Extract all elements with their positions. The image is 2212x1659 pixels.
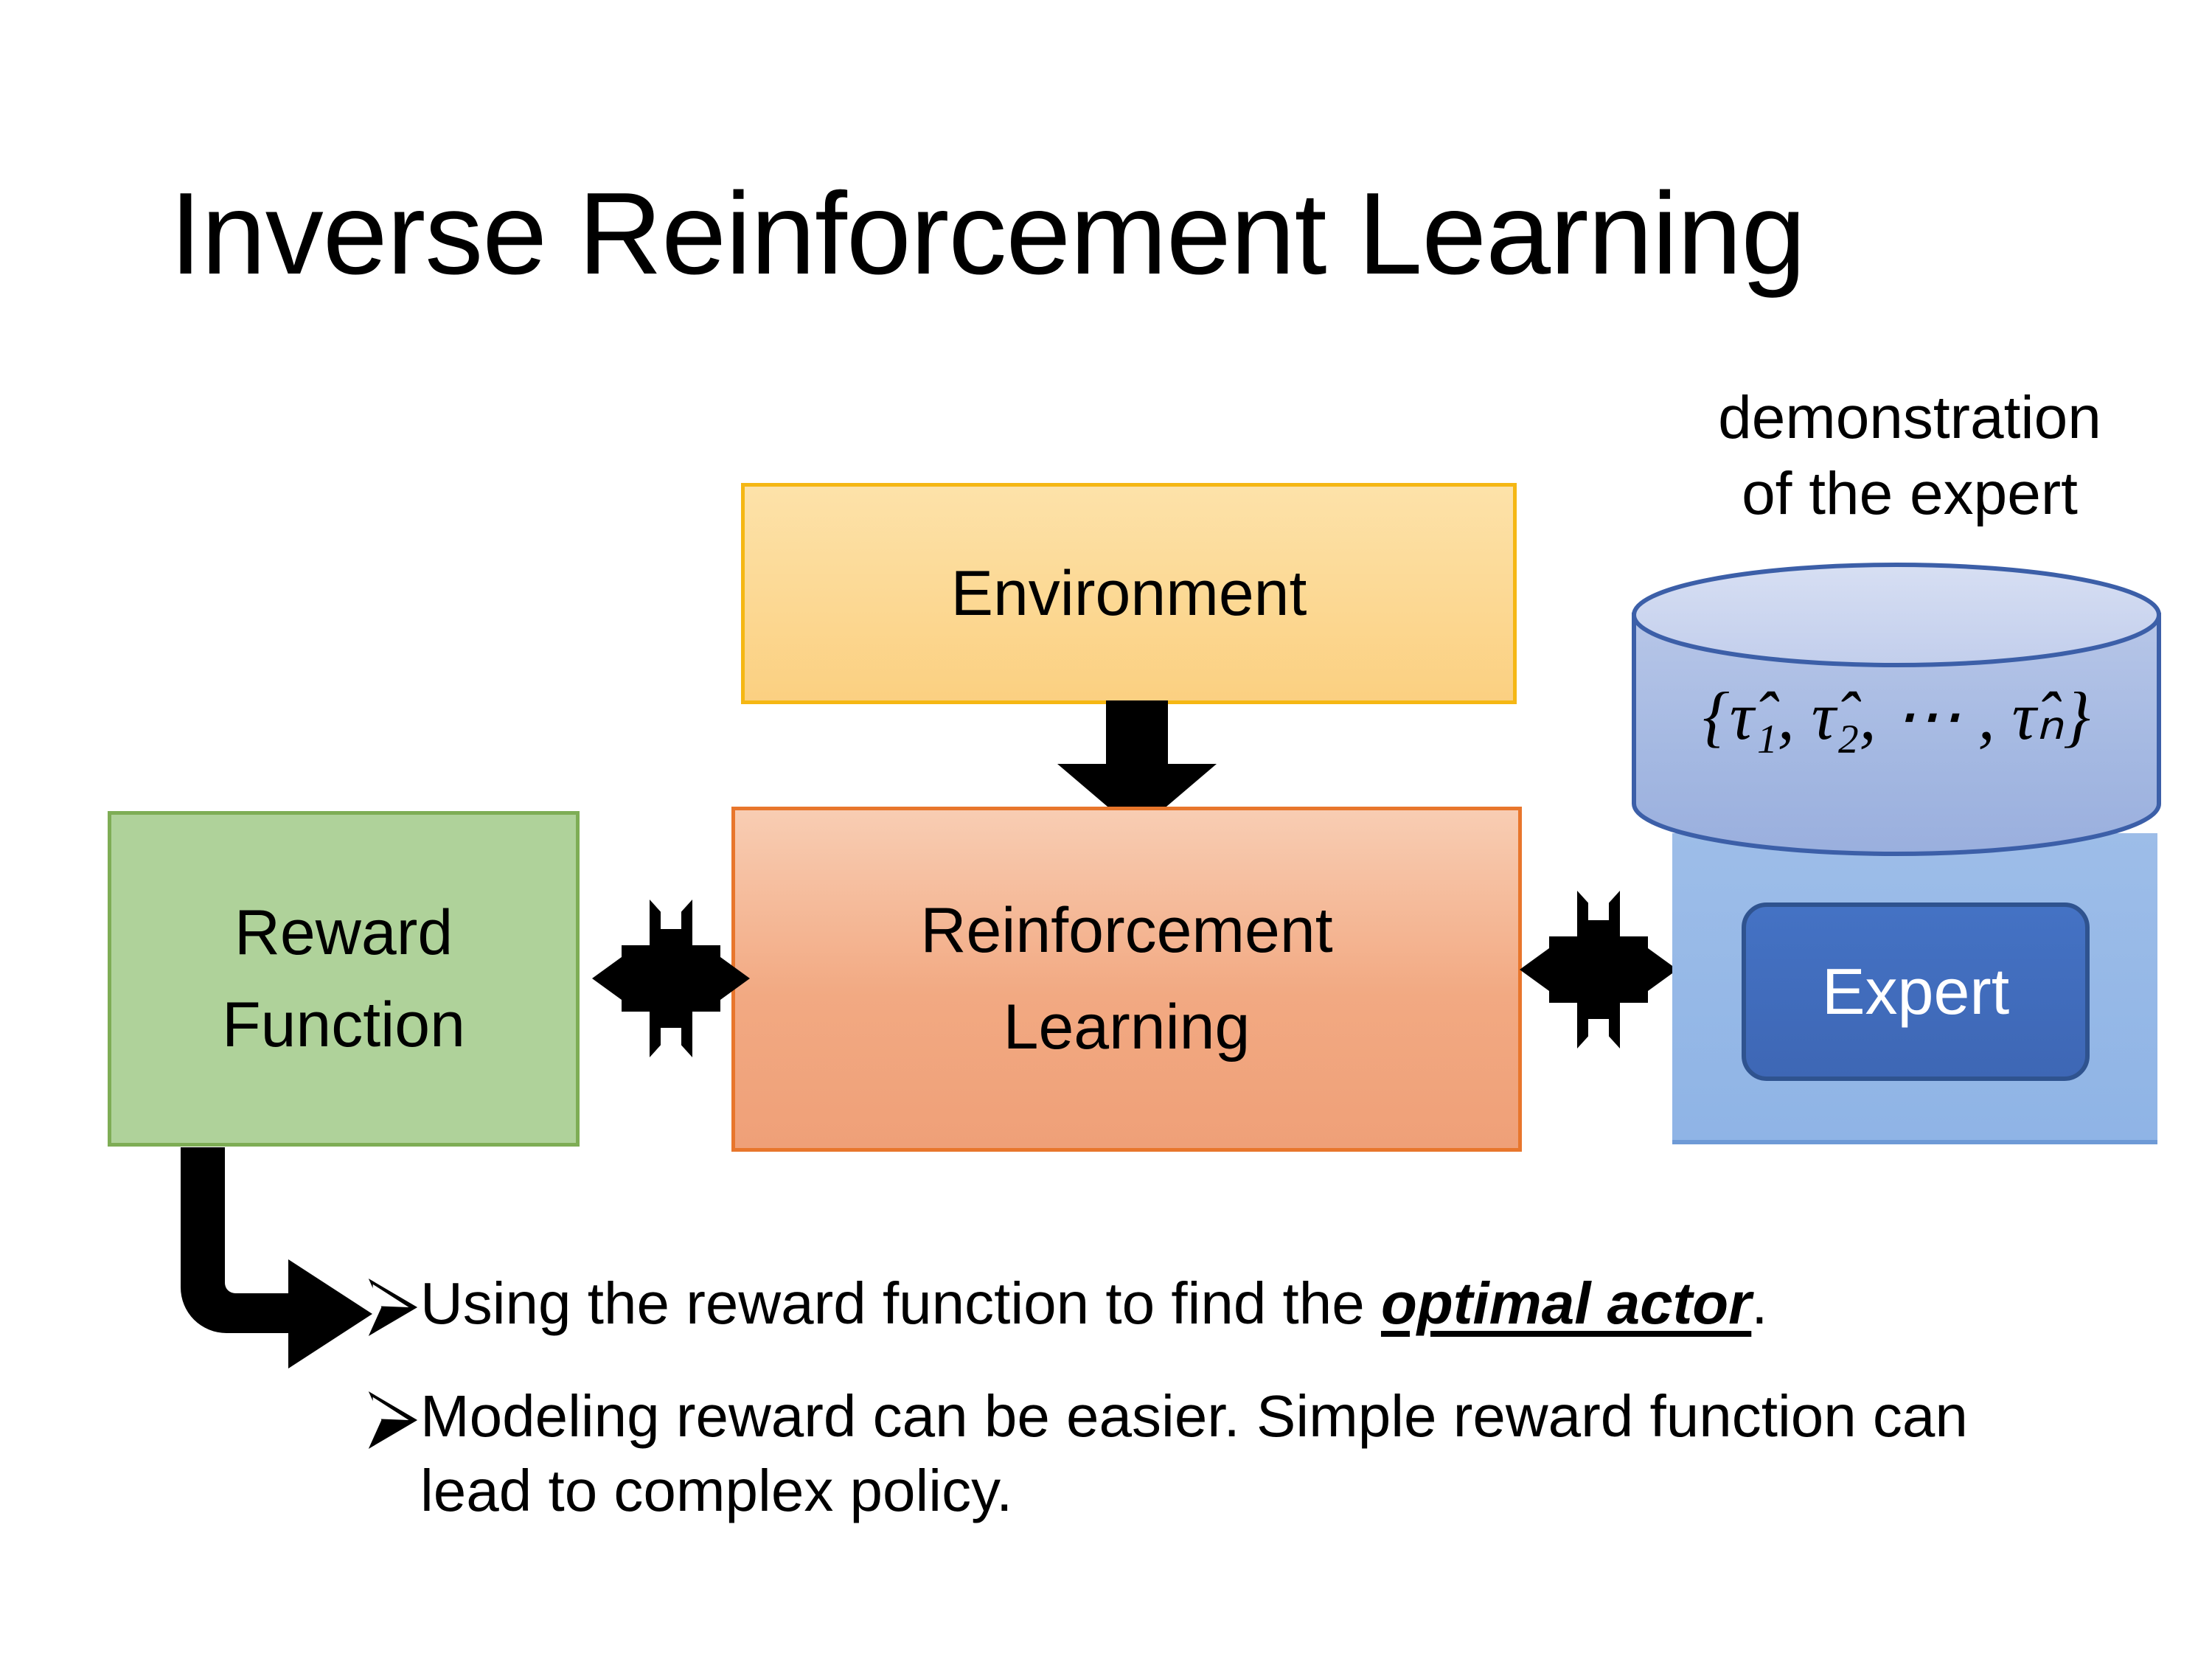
notes-list: Using the reward function to find the op… bbox=[363, 1267, 2073, 1566]
node-reinforcement-learning-label-line-1: Reinforcement bbox=[920, 895, 1333, 967]
bullet-1-suffix: . bbox=[1751, 1270, 1768, 1336]
demonstration-set-label: {τ̂₁, τ̂₂, ⋯ , τ̂ₙ} bbox=[1703, 678, 2090, 754]
node-reinforcement-learning[interactable]: Reinforcement Learning bbox=[731, 807, 1522, 1152]
quad-double-arrow-icon-right bbox=[1520, 885, 1677, 1054]
bullet-1-prefix: Using the reward function to find the bbox=[420, 1270, 1381, 1336]
list-item: Modeling reward can be easier. Simple re… bbox=[363, 1380, 2073, 1528]
arrowhead-bullet-icon bbox=[368, 1391, 418, 1449]
list-item-text: Using the reward function to find the op… bbox=[420, 1267, 2073, 1341]
bullet-1-emphasis: optimal actor bbox=[1380, 1270, 1752, 1336]
node-reinforcement-learning-label-line-2: Learning bbox=[1003, 992, 1251, 1062]
bullet-2-prefix: Modeling reward can be easier. Simple re… bbox=[420, 1382, 1968, 1523]
demonstration-caption-line-1: demonstration bbox=[1718, 384, 2101, 451]
demonstration-caption: demonstration of the expert bbox=[1637, 380, 2183, 532]
node-environment-label: Environment bbox=[950, 557, 1307, 629]
list-item: Using the reward function to find the op… bbox=[363, 1267, 2073, 1341]
node-reward-function-label-line-1: Reward bbox=[234, 897, 453, 968]
node-reward-function-label-line-2: Function bbox=[222, 989, 465, 1060]
elbow-arrow-icon bbox=[181, 1147, 372, 1368]
down-arrow-icon bbox=[1057, 700, 1217, 832]
list-item-text: Modeling reward can be easier. Simple re… bbox=[420, 1380, 2073, 1528]
quad-double-arrow-icon-left bbox=[592, 894, 750, 1063]
node-expert-label: Expert bbox=[1821, 954, 2010, 1028]
arrowhead-bullet-icon bbox=[368, 1279, 418, 1336]
node-expert[interactable]: Expert bbox=[1742, 902, 2090, 1081]
demonstration-caption-line-2: of the expert bbox=[1742, 459, 2078, 527]
page-title: Inverse Reinforcement Learning bbox=[170, 169, 1806, 299]
node-environment[interactable]: Environment bbox=[741, 483, 1517, 704]
node-reward-function[interactable]: Reward Function bbox=[108, 811, 580, 1147]
demonstration-cylinder-icon bbox=[1632, 563, 2161, 856]
